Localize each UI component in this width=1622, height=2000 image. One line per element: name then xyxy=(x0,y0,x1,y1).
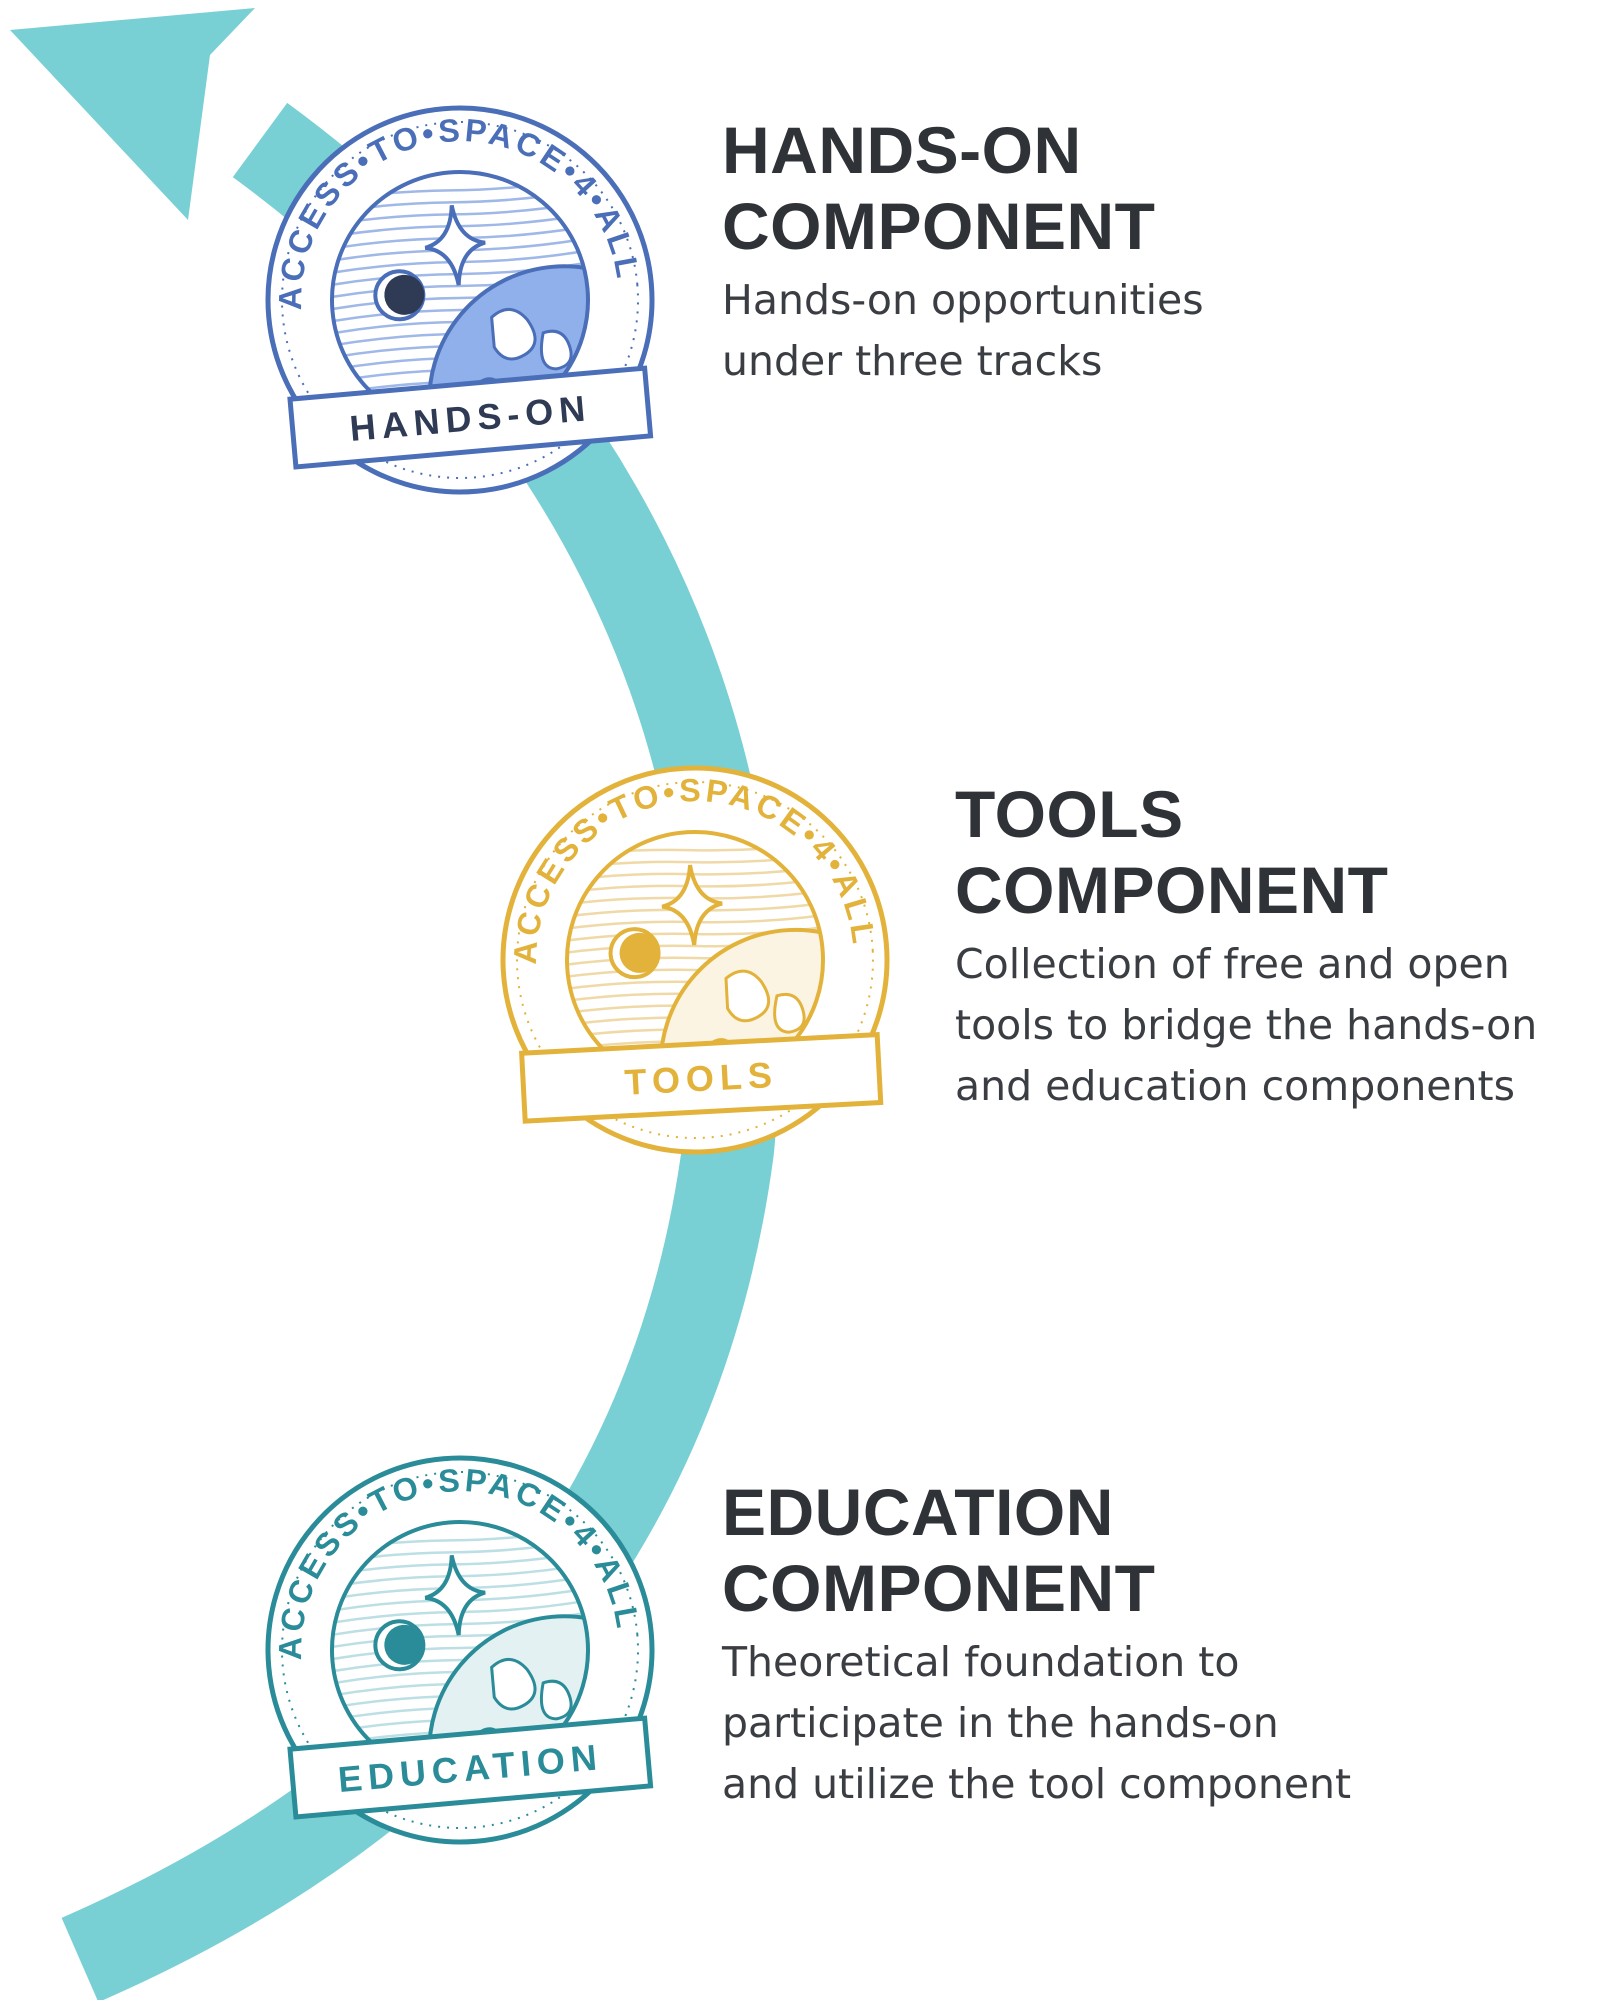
tools-desc-line-1: Collection of free and open xyxy=(955,940,1510,988)
tools-desc-line-2: tools to bridge the hands-on xyxy=(955,1001,1538,1049)
hands-on-title: HANDS-ON COMPONENT xyxy=(722,112,1204,264)
hands-on-title-line-2: COMPONENT xyxy=(722,189,1156,263)
badge-inner-scene xyxy=(321,1511,599,1789)
badge-dotted-ring xyxy=(516,781,874,1139)
badge-star-icon xyxy=(424,204,486,286)
education-desc-line-2: participate in the hands-on xyxy=(722,1699,1279,1747)
tools-title-line-2: COMPONENT xyxy=(955,853,1389,927)
tools-desc-line-3: and education components xyxy=(955,1062,1515,1110)
badge-star-icon xyxy=(424,1554,486,1636)
badge-dotted-ring xyxy=(281,1471,639,1829)
badge-label: TOOLS xyxy=(624,1054,779,1103)
badge-ribbon: EDUCATION xyxy=(287,1715,654,1820)
badge-dotted-ring xyxy=(281,121,639,479)
hands-on-desc-line-1: Hands-on opportunities xyxy=(722,276,1204,324)
education-desc-line-1: Theoretical foundation to xyxy=(722,1638,1240,1686)
education-desc-line-3: and utilize the tool component xyxy=(722,1760,1352,1808)
hands-on-desc-line-2: under three tracks xyxy=(722,337,1103,385)
badge-ribbon: HANDS-ON xyxy=(287,365,654,470)
education-title-line-1: EDUCATION xyxy=(722,1475,1114,1549)
badge-star-icon xyxy=(661,864,723,946)
education-title: EDUCATION COMPONENT xyxy=(722,1474,1351,1626)
hands-on-title-line-1: HANDS-ON xyxy=(722,113,1082,187)
badge-ribbon: TOOLS xyxy=(519,1031,884,1124)
tools-title-line-1: TOOLS xyxy=(955,777,1184,851)
education-title-line-2: COMPONENT xyxy=(722,1551,1156,1625)
education-text: EDUCATION COMPONENT Theoretical foundati… xyxy=(722,1474,1351,1815)
tools-title: TOOLS COMPONENT xyxy=(955,776,1537,928)
arrow-head xyxy=(10,8,255,220)
hands-on-text: HANDS-ON COMPONENT Hands-on opportunitie… xyxy=(722,112,1204,392)
hands-on-description: Hands-on opportunities under three track… xyxy=(722,270,1204,392)
tools-description: Collection of free and open tools to bri… xyxy=(955,934,1537,1117)
tools-text: TOOLS COMPONENT Collection of free and o… xyxy=(955,776,1537,1117)
education-description: Theoretical foundation to participate in… xyxy=(722,1632,1351,1815)
badge-inner-scene xyxy=(321,161,599,439)
